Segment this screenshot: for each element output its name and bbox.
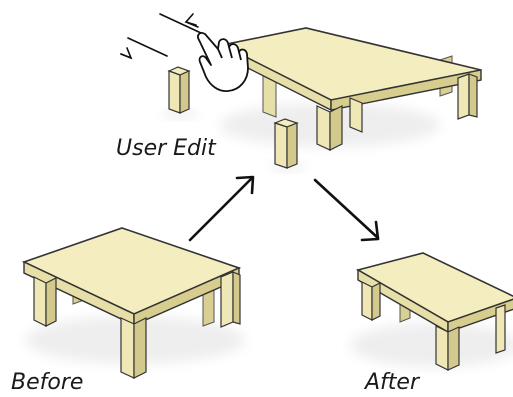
label-before: Before <box>11 370 84 395</box>
edited-table <box>219 27 482 151</box>
motion-arrow-icon <box>120 13 202 60</box>
detached-leg-left <box>162 66 198 119</box>
after-table <box>350 252 513 371</box>
after-table-shadow <box>350 323 513 367</box>
label-after: After <box>365 370 420 395</box>
label-user-edit: User Edit <box>116 136 216 161</box>
before-table <box>21 227 245 379</box>
pointing-hand-icon <box>197 32 249 92</box>
arrow-before-to-edit <box>188 175 255 242</box>
arrow-edit-to-after <box>313 178 380 242</box>
detached-leg-center <box>270 118 306 171</box>
